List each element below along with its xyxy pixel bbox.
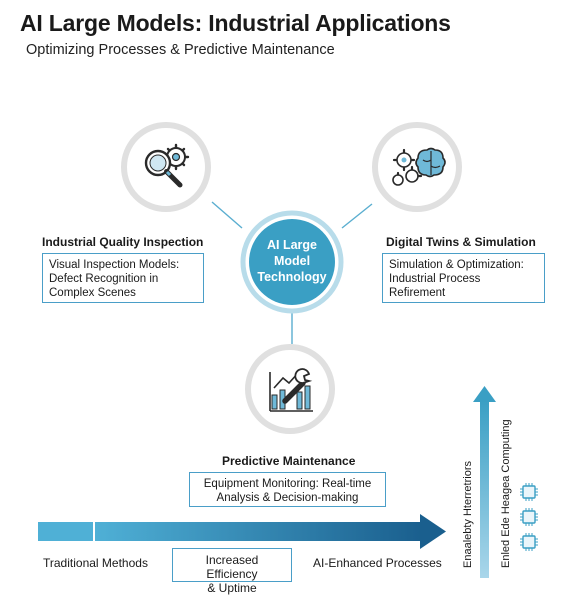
twins-line-1: Simulation & Optimization: [389, 259, 524, 271]
page-title: AI Large Models: Industrial Applications [20, 10, 451, 36]
twins-line-3: Refirement [389, 287, 446, 299]
connector-quality [211, 201, 243, 229]
ai-enhanced-label: AI-Enhanced Processes [313, 556, 442, 570]
chip-icon [520, 483, 538, 551]
center-label-line-2: Model [273, 254, 311, 268]
quality-line-1: Visual Inspection Models: [49, 259, 180, 271]
maintenance-line-2: Analysis & Decision-making [216, 492, 359, 504]
traditional-methods-label: Traditional Methods [43, 556, 148, 570]
gears-brain-icon [392, 147, 446, 186]
connector-twins [341, 203, 373, 229]
center-label: AI Large Model Technology [247, 237, 337, 285]
twins-node [372, 122, 462, 212]
quality-box: Visual Inspection Models: Defect Recogni… [42, 253, 204, 303]
center-label-line-3: Technology [257, 270, 327, 284]
twins-line-2: Industrial Process [389, 273, 481, 285]
maintenance-node [245, 344, 335, 434]
wrench-chart-icon [269, 368, 313, 412]
twins-heading: Digital Twins & Simulation [386, 235, 536, 249]
maintenance-box: Equipment Monitoring: Real-time Analysis… [189, 472, 386, 507]
vertical-arrow [473, 386, 496, 578]
efficiency-line-2: & Uptime [207, 581, 257, 595]
magnifier-gear-icon [144, 143, 190, 188]
twins-box: Simulation & Optimization: Industrial Pr… [382, 253, 545, 303]
progress-arrow [38, 514, 446, 549]
quality-line-3: Complex Scenes [49, 287, 136, 299]
page-subtitle: Optimizing Processes & Predictive Mainte… [26, 42, 335, 58]
efficiency-box: Increased Efficiency & Uptime [172, 548, 292, 595]
quality-heading: Industrial Quality Inspection [42, 235, 204, 249]
center-node [240, 210, 344, 314]
quality-line-2: Defect Recognition in [49, 273, 159, 285]
vertical-label-2: Enled Ede Heagea Computing [500, 419, 512, 568]
maintenance-line-1: Equipment Monitoring: Real-time [203, 478, 372, 490]
center-label-line-1: AI Large [266, 238, 317, 252]
maintenance-heading: Predictive Maintenance [222, 454, 356, 468]
efficiency-line-1: Increased Efficiency [205, 553, 259, 581]
quality-node [121, 122, 211, 212]
vertical-label-1: Enaalebty Hterretriors [462, 461, 474, 568]
